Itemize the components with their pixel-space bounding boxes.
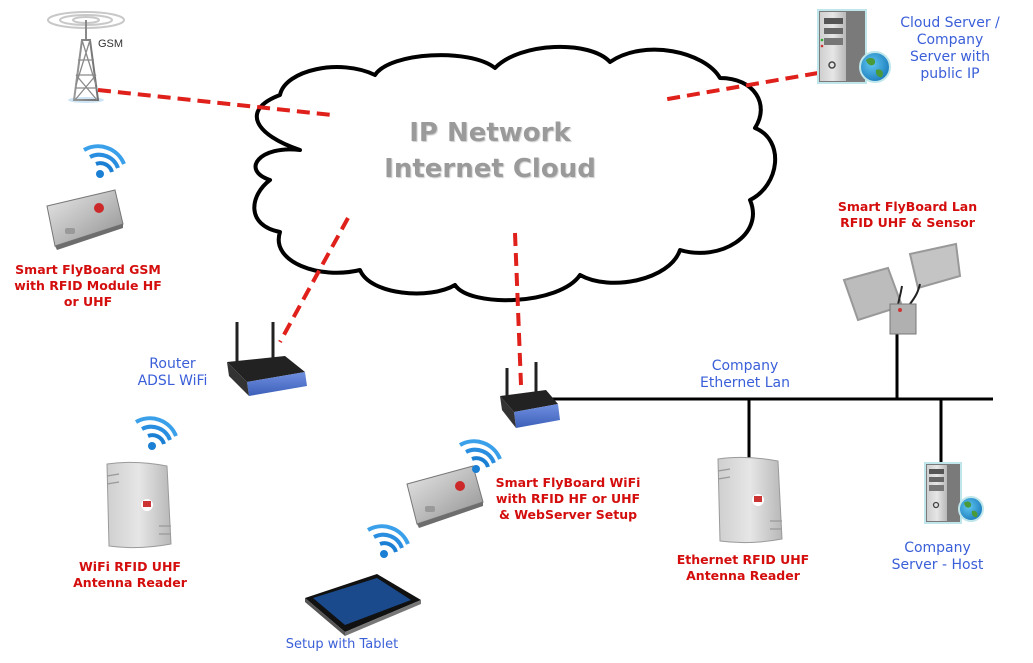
rfid-board-icon-wifi (406, 465, 484, 528)
label-line: Company (916, 32, 984, 48)
ethernet-lan-label: Company Ethernet Lan (680, 358, 810, 392)
label-line: Company (711, 358, 779, 374)
link-router-adsl-cloud (278, 217, 350, 343)
label-line: Server - Host (891, 557, 984, 573)
tablet-icon (305, 574, 421, 636)
company-server-label: Company Server - Host (870, 540, 1005, 574)
rfid-antenna-icon (106, 461, 172, 549)
label-line: with RFID HF or UHF (495, 491, 641, 506)
router-adsl-label: Router ADSL WiFi (120, 356, 225, 390)
label-line: Ethernet Lan (699, 375, 790, 391)
rfid-antenna-pair-icon (842, 242, 962, 335)
label-line: Antenna Reader (686, 568, 800, 583)
label-line: Router (149, 356, 196, 372)
label-line: Smart FlyBoard GSM (15, 262, 161, 277)
gsm-label: GSM (98, 38, 124, 50)
cell-tower-icon (47, 11, 125, 103)
label-line: & WebServer Setup (498, 507, 638, 522)
label-line: ADSL WiFi (137, 373, 208, 389)
wifi-signal-icon (135, 416, 178, 450)
cloud-server-label: Cloud Server / Company Server with publi… (880, 15, 1020, 83)
cloud-title-line1: IP Network (409, 118, 571, 148)
rfid-board-icon (46, 189, 124, 250)
tablet-label: Setup with Tablet (285, 637, 399, 652)
flyboard-lan-label: Smart FlyBoard Lan RFID UHF & Sensor (820, 199, 995, 231)
ethernet-lan-bus (552, 330, 993, 465)
lan-router-icon (500, 362, 560, 428)
label-line: Cloud Server / (900, 15, 1000, 31)
wifi-signal-icon (459, 439, 502, 473)
wifi-router-icon (227, 322, 307, 396)
wireless-links (97, 71, 819, 386)
internet-cloud (252, 45, 778, 303)
label-line: with RFID Module HF (14, 278, 162, 293)
cloud-title-line2: Internet Cloud (384, 154, 596, 184)
wifi-signal-icon (83, 144, 126, 178)
label-line: Smart FlyBoard Lan (837, 199, 978, 214)
wifi-signal-icon (367, 524, 410, 558)
label-line: WiFi RFID UHF (79, 559, 181, 574)
cloud-title: IP Network Internet Cloud (340, 115, 640, 187)
server-globe-icon (817, 9, 891, 84)
flyboard-wifi-label: Smart FlyBoard WiFi with RFID HF or UHF … (492, 475, 644, 523)
rfid-antenna-icon-ethernet (717, 456, 783, 544)
ethernet-reader-label: Ethernet RFID UHF Antenna Reader (668, 552, 818, 584)
label-line: RFID UHF & Sensor (840, 215, 975, 230)
label-line: Smart FlyBoard WiFi (495, 475, 641, 490)
label-line: Server with (909, 49, 991, 65)
link-lan-router-cloud (513, 232, 523, 386)
flyboard-gsm-label: Smart FlyBoard GSM with RFID Module HF o… (0, 262, 176, 310)
label-line: or UHF (63, 294, 113, 309)
company-server-icon (924, 462, 984, 524)
label-line: Antenna Reader (73, 575, 187, 590)
label-line: Ethernet RFID UHF (676, 552, 810, 567)
label-line: Company (904, 540, 971, 556)
wifi-reader-label: WiFi RFID UHF Antenna Reader (60, 559, 200, 591)
link-cloudserver-cloud (661, 71, 819, 102)
label-line: public IP (920, 66, 980, 82)
